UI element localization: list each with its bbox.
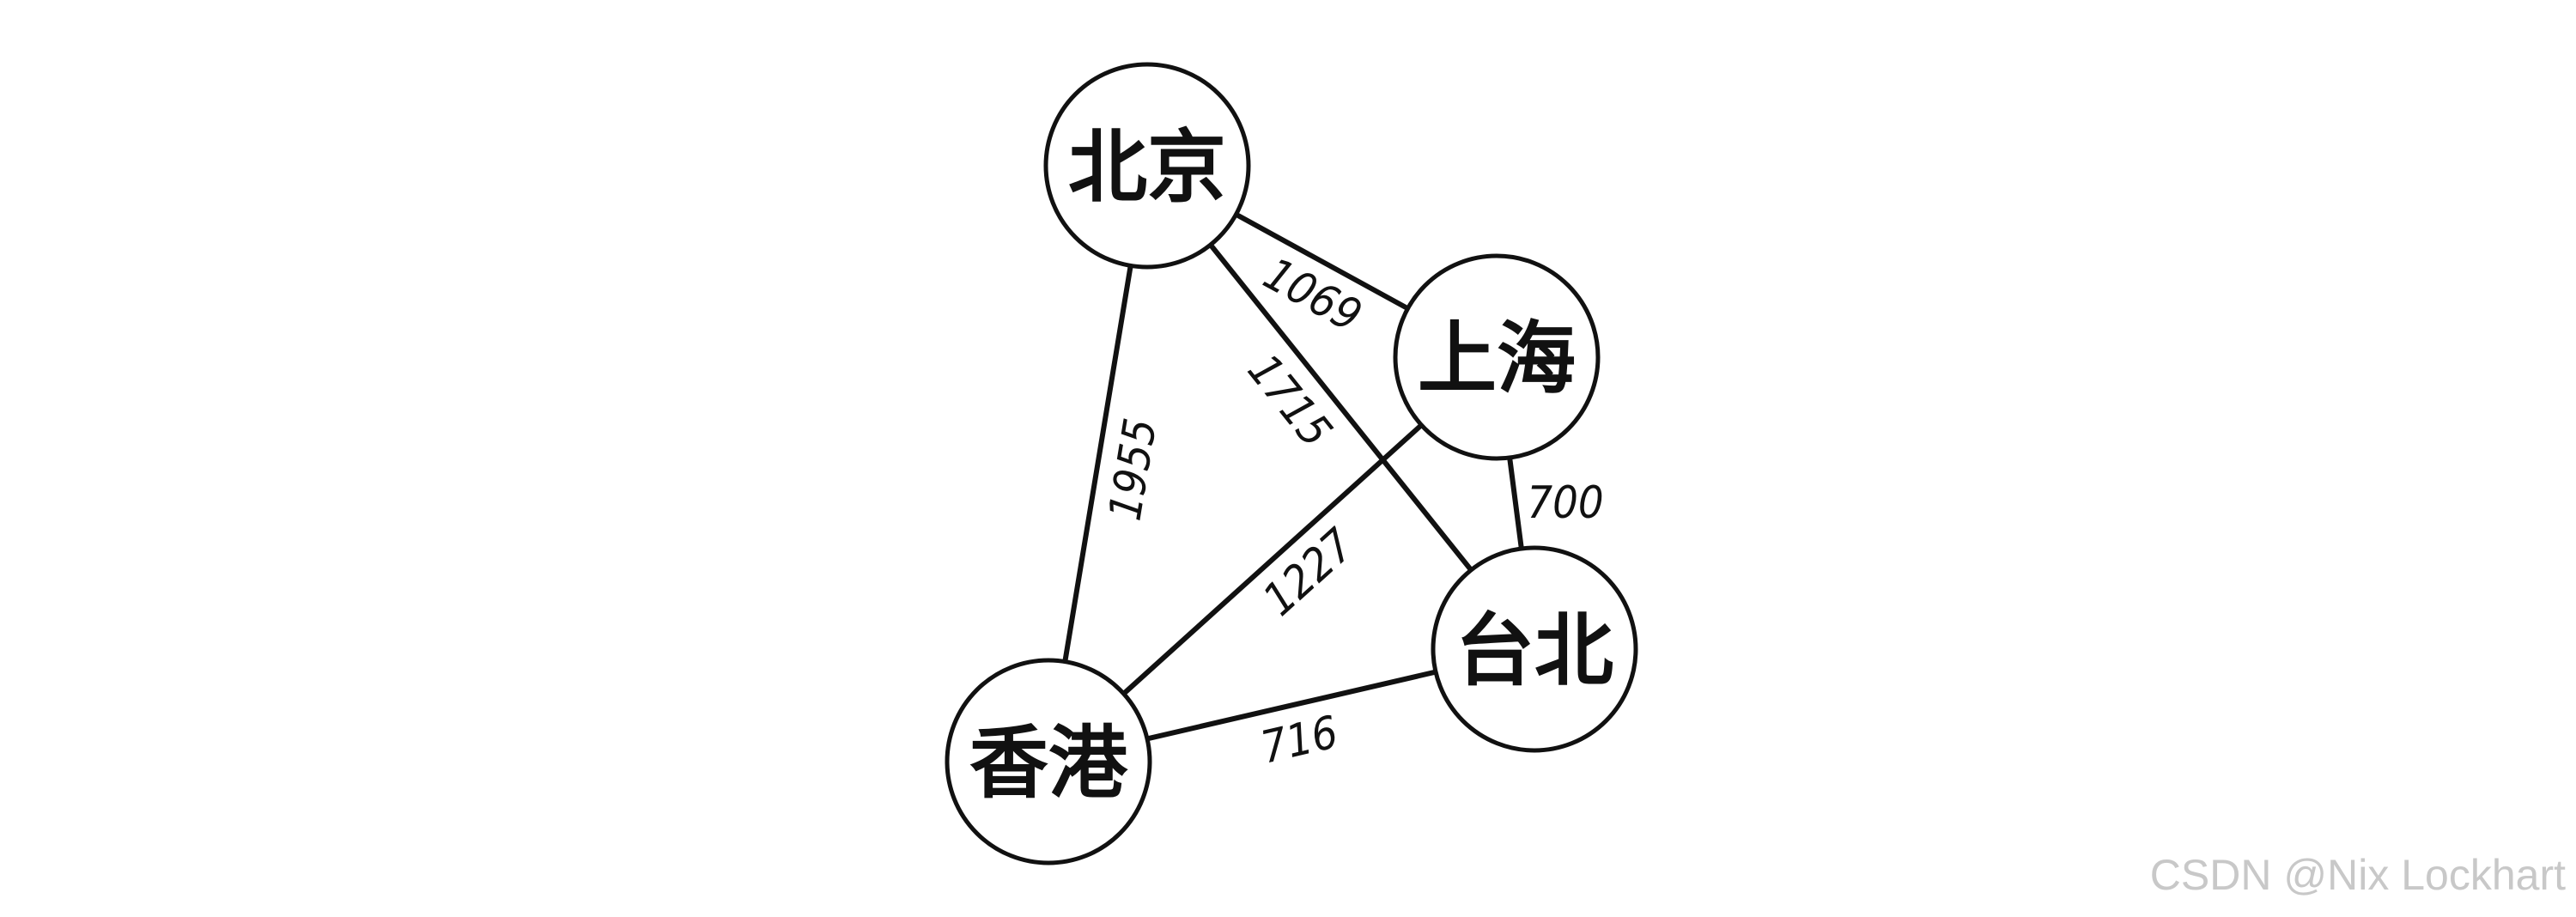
edge-weight-beijing-shanghai: 1069 [1255,248,1370,343]
node-label-shanghai: 上海 [1418,313,1576,405]
node-circle-shanghai [1393,253,1601,461]
node-beijing: 北京 [1043,62,1251,270]
node-circle-taipei [1431,545,1638,753]
node-taipei: 台北 [1431,545,1638,753]
edge-weight-shanghai-taipei: 700 [1527,477,1603,529]
edge-weight-beijing-hongkong: 1955 [1100,415,1168,524]
edge-weight-beijing-taipei: 1715 [1237,345,1341,457]
node-circle-beijing [1043,62,1251,270]
node-label-taipei: 台北 [1455,605,1613,697]
node-label-hongkong: 香港 [969,718,1128,810]
watermark: CSDN @Nix Lockhart [2149,851,2566,899]
edge-weight-hongkong-taipei: 716 [1256,707,1343,774]
edge-weight-shanghai-hongkong: 1227 [1254,519,1364,626]
node-shanghai: 上海 [1393,253,1601,461]
node-circle-hongkong [945,658,1152,865]
node-hongkong: 香港 [945,658,1152,865]
node-label-beijing: 北京 [1068,122,1226,214]
